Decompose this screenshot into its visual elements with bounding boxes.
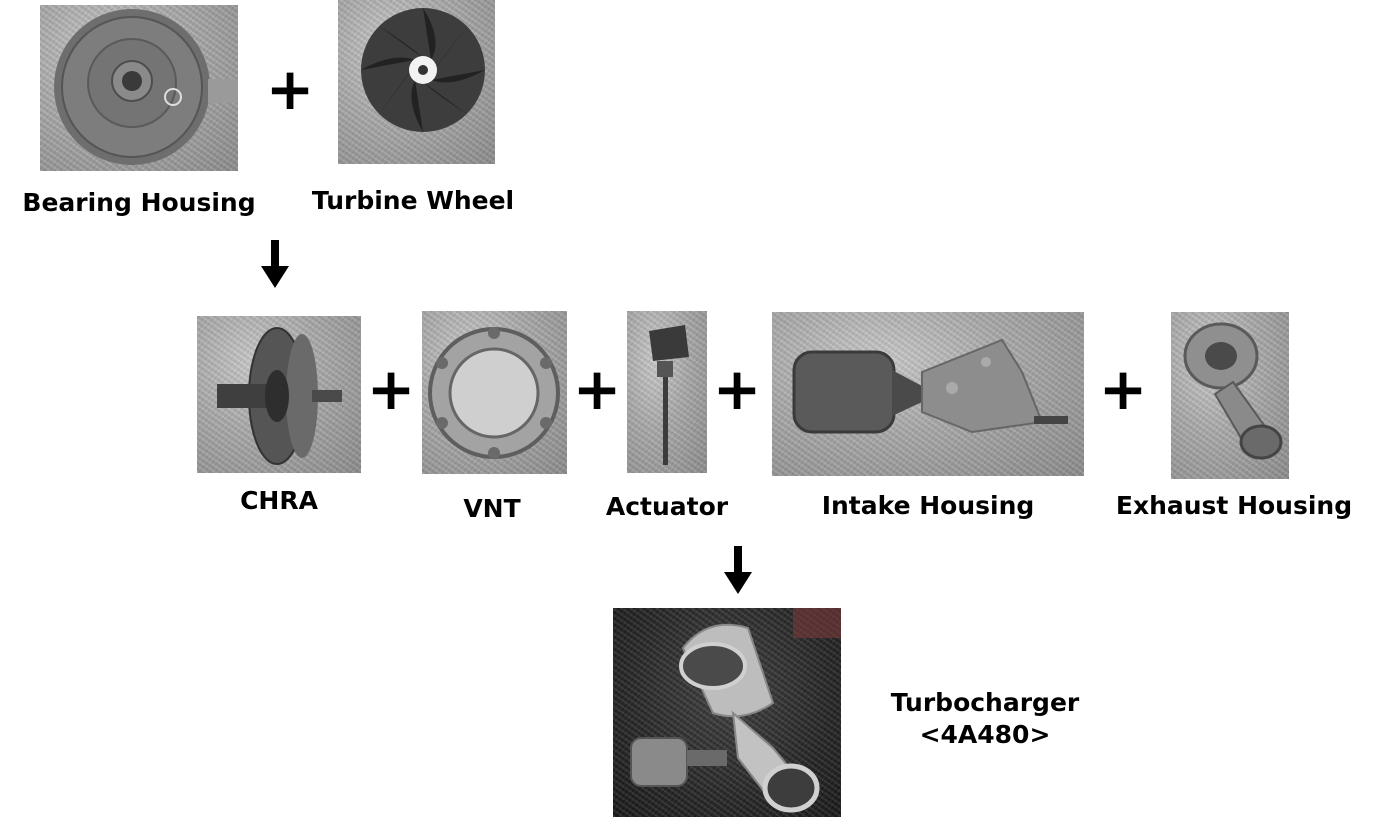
bearing-housing-photo xyxy=(40,5,238,171)
intake-housing-photo xyxy=(772,312,1084,476)
bearing-housing-label: Bearing Housing xyxy=(22,188,256,217)
chra-label: CHRA xyxy=(240,486,318,515)
plus-sign: + xyxy=(265,55,315,123)
plus-sign: + xyxy=(712,355,762,423)
turbocharger-label: Turbocharger xyxy=(890,688,1080,717)
exhaust-housing-label: Exhaust Housing xyxy=(1115,491,1353,520)
turbocharger-image xyxy=(630,608,841,813)
intake-housing-label: Intake Housing xyxy=(821,491,1035,520)
vnt-photo xyxy=(422,311,567,474)
exhaust-housing-image xyxy=(1183,322,1283,460)
turbine-wheel-image xyxy=(361,8,485,132)
chra-image xyxy=(217,327,342,465)
down-arrow-icon xyxy=(261,240,289,288)
actuator-image xyxy=(649,325,689,465)
turbine-wheel-label: Turbine Wheel xyxy=(311,186,515,215)
plus-sign: + xyxy=(1098,355,1148,423)
down-arrow-icon xyxy=(724,546,752,594)
plus-sign: + xyxy=(366,355,416,423)
bearing-housing-image xyxy=(54,9,238,165)
actuator-label: Actuator xyxy=(605,492,729,521)
intake-housing-image xyxy=(792,338,1068,434)
vnt-image xyxy=(428,327,560,459)
exhaust-housing-photo xyxy=(1171,312,1289,479)
turbine-wheel-photo xyxy=(338,0,495,164)
vnt-label: VNT xyxy=(463,494,521,523)
actuator-photo xyxy=(627,311,707,473)
chra-photo xyxy=(197,316,361,473)
turbocharger-photo xyxy=(613,608,841,817)
turbocharger-model-label: <4A480> xyxy=(919,720,1051,749)
plus-sign: + xyxy=(572,355,622,423)
